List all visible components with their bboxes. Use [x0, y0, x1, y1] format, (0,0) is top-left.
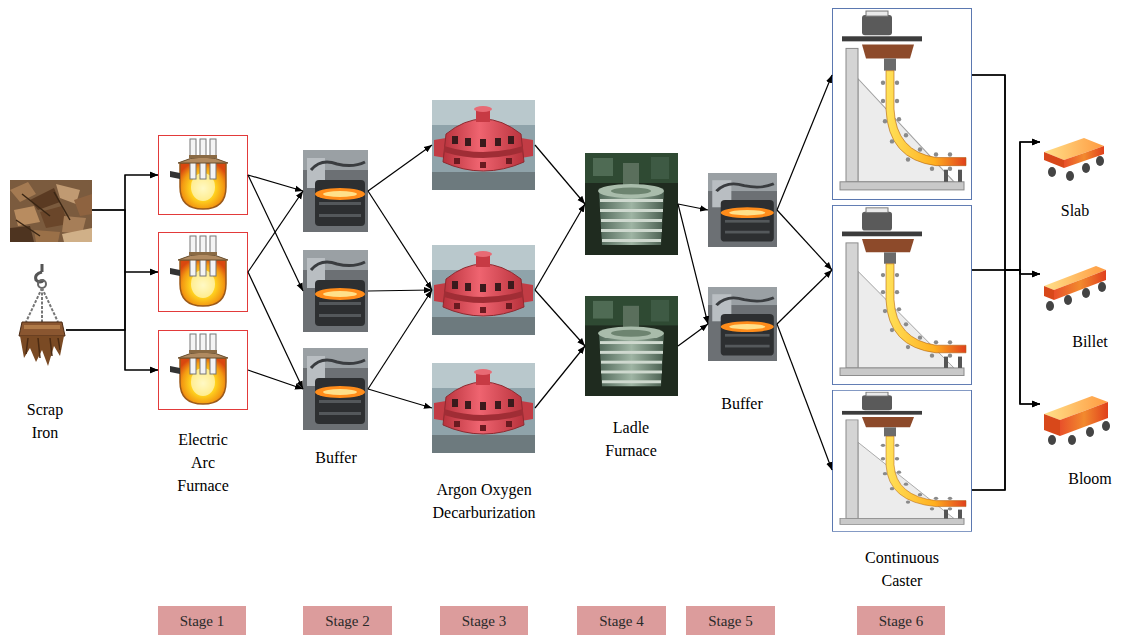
billet-picture: [1044, 266, 1106, 311]
stage-label: Stage 3: [462, 612, 507, 630]
equipment-node: [708, 173, 777, 247]
flow-arrow: [777, 270, 832, 324]
flow-arrow: [972, 270, 1040, 490]
flow-arrow: [972, 142, 1040, 490]
flow-arrow: [248, 272, 303, 389]
flow-arrow: [248, 175, 303, 291]
stage-label: Stage 1: [180, 612, 225, 630]
stage-box: Stage 2: [303, 606, 392, 635]
flow-arrow: [368, 389, 432, 408]
equipment-label: Buffer: [721, 392, 762, 415]
flow-arrow: [777, 210, 832, 270]
bloom-picture: [1044, 396, 1110, 445]
flow-arrow: [368, 290, 432, 291]
flow-arrow: [66, 330, 158, 370]
equipment-label: Ladle Furnace: [605, 416, 657, 462]
ladle-furnace-picture: [585, 296, 678, 396]
flow-arrow: [972, 75, 1040, 270]
arc-furnace-picture: [159, 136, 248, 215]
flow-arrow: [66, 272, 158, 330]
flow-arrow: [972, 270, 1040, 490]
equipment-label: Billet: [1072, 330, 1108, 353]
equipment-node: Slab: [1040, 130, 1106, 192]
stage-label: Stage 6: [879, 612, 924, 630]
arc-furnace-picture: [159, 233, 248, 312]
equipment-node: Buffer: [303, 348, 368, 430]
equipment-node: Ladle Furnace: [585, 296, 678, 396]
stage-label: Stage 5: [708, 612, 753, 630]
flow-arrow: [678, 324, 708, 346]
stage-box: Stage 1: [158, 606, 246, 635]
stage-box: Stage 3: [440, 606, 528, 635]
caster-picture: [833, 390, 972, 531]
flow-arrow: [972, 142, 1040, 270]
equipment-node: Argon Oxygen Decarburization: [432, 363, 535, 453]
equipment-node: Continuous Caster: [832, 390, 972, 532]
flow-arrow: [972, 75, 1040, 404]
equipment-node: [158, 232, 248, 312]
flow-arrow: [535, 145, 585, 204]
ladle-buffer-picture: [303, 150, 368, 232]
equipment-label: Continuous Caster: [865, 546, 939, 592]
flow-arrow: [535, 204, 585, 290]
flow-arrow: [368, 145, 432, 191]
equipment-node: [303, 250, 368, 332]
ladle-buffer-picture: [303, 250, 368, 332]
flow-arrow: [678, 204, 708, 324]
flow-arrow: [248, 191, 303, 272]
equipment-node: Buffer: [708, 287, 777, 361]
equipment-node: Electric Arc Furnace: [158, 330, 248, 410]
equipment-label: Electric Arc Furnace: [177, 428, 229, 497]
flow-arrow: [248, 175, 303, 191]
stage-box: Stage 6: [857, 606, 945, 635]
equipment-node: Bloom: [1040, 392, 1116, 454]
caster-picture: [833, 9, 972, 200]
stage-label: Stage 4: [599, 612, 644, 630]
aod-vessel-picture: [432, 100, 535, 190]
equipment-node: [832, 8, 972, 200]
slab-picture: [1044, 138, 1104, 181]
flow-arrow: [777, 324, 832, 470]
flow-arrow: [66, 175, 158, 330]
ladle-furnace-picture: [585, 153, 678, 255]
equipment-label: Scrap Iron: [27, 398, 63, 444]
equipment-label: Bloom: [1068, 467, 1112, 490]
stage-box: Stage 4: [577, 606, 666, 635]
ladle-buffer-picture: [303, 348, 368, 430]
caster-picture: [833, 205, 972, 384]
stage-label: Stage 2: [325, 612, 370, 630]
flow-arrow: [368, 290, 432, 389]
flow-arrow: [535, 290, 585, 346]
flow-arrow: [972, 270, 1040, 404]
aod-vessel-picture: [432, 363, 535, 453]
equipment-node: [432, 100, 535, 190]
equipment-label: Slab: [1061, 199, 1089, 222]
equipment-node: [585, 153, 678, 255]
equipment-node: [832, 205, 972, 385]
equipment-label: Argon Oxygen Decarburization: [432, 478, 535, 524]
aod-vessel-picture: [432, 245, 535, 335]
equipment-node: [432, 245, 535, 335]
flow-arrow: [535, 346, 585, 408]
equipment-node: Billet: [1040, 262, 1112, 324]
equipment-node: [10, 180, 92, 242]
equipment-node: [303, 150, 368, 232]
ladle-buffer-picture: [708, 173, 777, 247]
arc-furnace-picture: [159, 331, 248, 410]
scrap-pile-picture: [10, 180, 92, 242]
flow-arrow: [248, 370, 303, 389]
equipment-node: [158, 135, 248, 215]
flow-arrow: [678, 204, 708, 210]
magnet-picture: [19, 264, 65, 366]
flow-arrow: [368, 191, 432, 290]
equipment-node: Scrap Iron: [18, 262, 66, 368]
equipment-label: Buffer: [315, 446, 356, 469]
flow-arrow: [777, 75, 832, 210]
flow-arrow: [972, 75, 1040, 274]
ladle-buffer-picture: [708, 287, 777, 361]
stage-box: Stage 5: [686, 606, 775, 635]
